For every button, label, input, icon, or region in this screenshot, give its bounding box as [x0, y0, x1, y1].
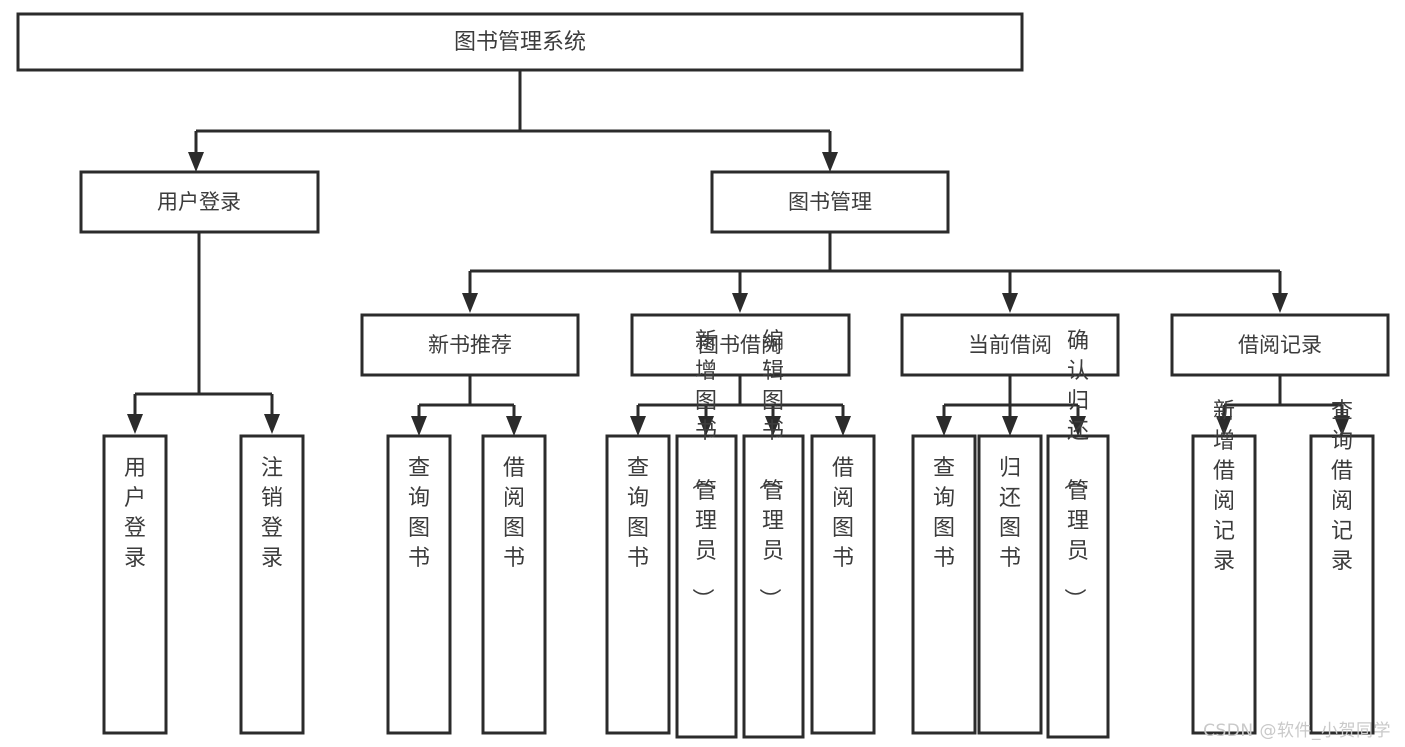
- node-leaf-bw-borrow-box[interactable]: [810, 434, 876, 735]
- arrow-head-leaf-bw-borrow: [835, 416, 851, 436]
- node-leaf-bw-query-label: 查询图书: [627, 456, 649, 571]
- arrow-head-login: [188, 152, 204, 172]
- node-leaf-rec-query-box[interactable]: [1309, 434, 1375, 735]
- node-leaf-rec-add-box[interactable]: [1191, 434, 1257, 735]
- node-newbook-box[interactable]: [360, 313, 580, 377]
- node-leaf-user-login-label: 用户登录: [124, 456, 146, 571]
- node-leaf-nb-borrow-box[interactable]: [481, 434, 547, 735]
- node-leaf-nb-query-box[interactable]: [386, 434, 452, 735]
- arrow-head-borrow: [732, 293, 748, 313]
- arrow-head-leaf-nb-borrow: [506, 416, 522, 436]
- node-record-label: 借阅记录: [1238, 333, 1322, 357]
- node-leaf-bw-add-label: 新增图书（管理员）: [689, 329, 717, 610]
- node-leaf-user-login[interactable]: 用户登录: [102, 434, 168, 735]
- node-leaf-bw-query[interactable]: 查询图书: [605, 434, 671, 735]
- connector-layer: [127, 70, 1350, 436]
- arrow-head-leaf-cur-query: [936, 416, 952, 436]
- node-borrow-box[interactable]: [630, 313, 851, 377]
- node-newbook[interactable]: 新书推荐: [360, 313, 580, 377]
- node-login[interactable]: 用户登录: [79, 170, 320, 234]
- node-leaf-nb-query[interactable]: 查询图书: [386, 434, 452, 735]
- node-leaf-cur-confirm[interactable]: 确认归还（管理员）: [1046, 329, 1110, 739]
- node-current-label: 当前借阅: [968, 333, 1052, 357]
- arrow-head-record: [1272, 293, 1288, 313]
- node-leaf-cur-confirm-box[interactable]: [1046, 434, 1110, 739]
- node-leaf-rec-add-label: 新增借阅记录: [1213, 399, 1235, 574]
- arrow-head-leaf-user-logout: [264, 414, 280, 434]
- node-bookmgmt-label: 图书管理: [788, 190, 872, 214]
- node-newbook-label: 新书推荐: [428, 333, 512, 357]
- arrow-head-leaf-nb-query: [411, 416, 427, 436]
- node-leaf-bw-borrow[interactable]: 借阅图书: [810, 434, 876, 735]
- node-leaf-cur-query[interactable]: 查询图书: [911, 434, 977, 735]
- node-root[interactable]: 图书管理系统: [16, 12, 1024, 72]
- node-borrow-label: 图书借阅: [698, 333, 782, 357]
- arrow-head-leaf-rec-query: [1334, 416, 1350, 436]
- arrow-head-leaf-user-login: [127, 414, 143, 434]
- arrow-head-leaf-cur-confirm: [1070, 416, 1086, 436]
- node-bookmgmt-box[interactable]: [710, 170, 950, 234]
- node-leaf-bw-add-box[interactable]: [675, 434, 738, 739]
- node-root-label: 图书管理系统: [454, 30, 586, 55]
- node-leaf-bw-edit-box[interactable]: [742, 434, 805, 739]
- node-leaf-cur-return-label: 归还图书: [999, 456, 1021, 571]
- node-leaf-cur-query-box[interactable]: [911, 434, 977, 735]
- node-leaf-rec-query-label: 查询借阅记录: [1331, 399, 1353, 574]
- arrow-head-leaf-bw-edit: [765, 416, 781, 436]
- node-record[interactable]: 借阅记录: [1170, 313, 1390, 377]
- arrow-head-newbook: [462, 293, 478, 313]
- node-leaf-user-logout-label: 注销登录: [261, 456, 283, 571]
- node-leaf-cur-confirm-label: 确认归还（管理员）: [1061, 329, 1089, 610]
- arrow-head-leaf-cur-return: [1002, 416, 1018, 436]
- node-leaf-rec-query[interactable]: 查询借阅记录: [1309, 399, 1375, 735]
- node-record-box[interactable]: [1170, 313, 1390, 377]
- node-root-box[interactable]: [16, 12, 1024, 72]
- node-login-label: 用户登录: [157, 190, 241, 214]
- node-leaf-cur-query-label: 查询图书: [933, 456, 955, 571]
- csdn-watermark: CSDN @软件_小贺同学: [1203, 721, 1391, 741]
- node-leaf-bw-query-box[interactable]: [605, 434, 671, 735]
- node-leaf-bw-add[interactable]: 新增图书（管理员）: [675, 329, 738, 739]
- arrow-head-bookmgmt: [822, 152, 838, 172]
- node-leaf-cur-return[interactable]: 归还图书: [977, 434, 1043, 735]
- node-leaf-cur-return-box[interactable]: [977, 434, 1043, 735]
- node-borrow[interactable]: 图书借阅: [630, 313, 851, 377]
- node-login-box[interactable]: [79, 170, 320, 234]
- node-leaf-bw-edit-label: 编辑图书（管理员）: [756, 329, 784, 610]
- arrow-head-leaf-bw-add: [698, 416, 714, 436]
- arrow-head-current: [1002, 293, 1018, 313]
- node-leaf-user-logout[interactable]: 注销登录: [239, 434, 305, 735]
- node-leaf-nb-query-label: 查询图书: [408, 456, 430, 571]
- node-leaf-bw-edit[interactable]: 编辑图书（管理员）: [742, 329, 805, 739]
- node-leaf-rec-add[interactable]: 新增借阅记录: [1191, 399, 1257, 735]
- arrow-head-leaf-rec-add: [1216, 416, 1232, 436]
- node-bookmgmt[interactable]: 图书管理: [710, 170, 950, 234]
- node-leaf-nb-borrow-label: 借阅图书: [503, 456, 525, 571]
- arrow-head-leaf-bw-query: [630, 416, 646, 436]
- node-leaf-user-login-box[interactable]: [102, 434, 168, 735]
- node-leaf-bw-borrow-label: 借阅图书: [832, 456, 854, 571]
- node-leaf-nb-borrow[interactable]: 借阅图书: [481, 434, 547, 735]
- node-current[interactable]: 当前借阅: [900, 313, 1120, 377]
- node-current-box[interactable]: [900, 313, 1120, 377]
- node-leaf-user-logout-box[interactable]: [239, 434, 305, 735]
